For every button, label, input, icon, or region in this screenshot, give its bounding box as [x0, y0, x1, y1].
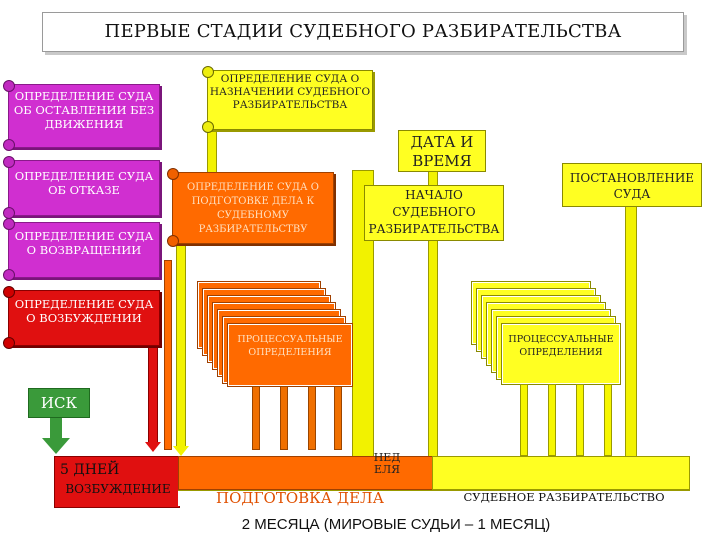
trial-start-box: НАЧАЛО СУДЕБНОГО РАЗБИРАТЕЛЬСТВА: [364, 185, 504, 241]
connector-orange-left: [164, 260, 172, 450]
procedural-card: [222, 316, 346, 384]
timeline-trial-label: СУДЕБНОЕ РАЗБИРАТЕЛЬСТВО: [463, 490, 665, 504]
connector-yellow-ruling: [625, 205, 637, 458]
determination-refusal-label: ОПРЕДЕЛЕНИЕ СУДА ОБ ОТКАЗЕ: [14, 169, 154, 197]
determination-scheduling: ОПРЕДЕЛЕНИЕ СУДА О НАЗНАЧЕНИИ СУДЕБНОГО …: [202, 66, 373, 133]
determination-no-action: ОПРЕДЕЛЕНИЕ СУДА ОБ ОСТАВЛЕНИИ БЕЗ ДВИЖЕ…: [3, 80, 160, 151]
timeline-initiation-days: 5 ДНЕЙ: [60, 462, 120, 478]
procedural-leg: [252, 386, 260, 450]
timeline-trial-bar: [432, 456, 690, 490]
arrowhead-yellow: [173, 446, 189, 456]
timeline-preparation-label: ПОДГОТОВКА ДЕЛА: [216, 489, 384, 507]
timeline-duration-label: 2 МЕСЯЦА (МИРОВЫЕ СУДЬИ – 1 МЕСЯЦ): [241, 516, 551, 533]
timeline-initiation-bar: [54, 456, 180, 508]
procedural-leg: [576, 384, 584, 456]
title-box: ПЕРВЫЕ СТАДИИ СУДЕБНОГО РАЗБИРАТЕЛЬСТВА: [42, 12, 684, 52]
timeline-week: НЕДЕЛЯ: [370, 452, 404, 476]
procedural-left-label: ПРОЦЕССУАЛЬНЫЕ ОПРЕДЕЛЕНИЯ: [237, 334, 343, 358]
date-time-box: ДАТА И ВРЕМЯ: [398, 130, 486, 172]
date-time-label: ДАТА И ВРЕМЯ: [410, 133, 474, 170]
procedural-leg: [604, 384, 612, 456]
connector-yellow-left: [176, 240, 186, 448]
procedural-card: [202, 288, 326, 356]
determination-initiation: ОПРЕДЕЛЕНИЕ СУДА О ВОЗБУЖДЕНИИ: [3, 286, 160, 349]
timeline-week-text: НЕДЕЛЯ: [373, 451, 401, 476]
procedural-card-front: ПРОЦЕССУАЛЬНЫЕ ОПРЕДЕЛЕНИЯ: [227, 323, 353, 387]
procedural-card: [207, 295, 331, 363]
procedural-leg: [308, 386, 316, 450]
trial-start-label: НАЧАЛО СУДЕБНОГО РАЗБИРАТЕЛЬСТВА: [368, 188, 500, 236]
procedural-leg: [520, 384, 528, 456]
procedural-card: [217, 309, 341, 377]
page-title: ПЕРВЫЕ СТАДИИ СУДЕБНОГО РАЗБИРАТЕЛЬСТВА: [104, 21, 622, 42]
procedural-leg: [280, 386, 288, 450]
timeline-initiation-text: ВОЗБУЖДЕНИЕ: [65, 482, 171, 496]
procedural-leg: [548, 384, 556, 456]
connector-red-initiation: [148, 345, 158, 445]
determination-scheduling-label: ОПРЕДЕЛЕНИЕ СУДА О НАЗНАЧЕНИИ СУДЕБНОГО …: [209, 73, 371, 111]
procedural-leg: [334, 386, 342, 450]
claim-arrow-shaft: [50, 418, 62, 440]
procedural-right-label: ПРОЦЕССУАЛЬНЫЕ ОПРЕДЕЛЕНИЯ: [508, 334, 614, 358]
determination-preparation: ОПРЕДЕЛЕНИЕ СУДА О ПОДГОТОВКЕ ДЕЛА К СУД…: [167, 168, 334, 247]
claim-arrow-head: [42, 438, 70, 454]
determination-refusal: ОПРЕДЕЛЕНИЕ СУДА ОБ ОТКАЗЕ: [3, 156, 160, 219]
arrowhead-red: [145, 442, 161, 452]
claim-label: ИСК: [40, 394, 78, 412]
determination-return-label: ОПРЕДЕЛЕНИЕ СУДА О ВОЗВРАЩЕНИИ: [14, 229, 154, 257]
determination-initiation-label: ОПРЕДЕЛЕНИЕ СУДА О ВОЗБУЖДЕНИИ: [14, 297, 154, 325]
procedural-card: [212, 302, 336, 370]
ruling-label: ПОСТАНОВЛЕНИЕ СУДА: [569, 171, 695, 201]
timeline-preparation-bar: [178, 456, 434, 490]
timeline-initiation-label: ВОЗБУЖДЕНИЕ: [64, 481, 172, 497]
determination-return: ОПРЕДЕЛЕНИЕ СУДА О ВОЗВРАЩЕНИИ: [3, 218, 160, 281]
ruling-box: ПОСТАНОВЛЕНИЕ СУДА: [562, 163, 702, 207]
determination-no-action-label: ОПРЕДЕЛЕНИЕ СУДА ОБ ОСТАВЛЕНИИ БЕЗ ДВИЖЕ…: [13, 89, 155, 131]
procedural-card: [197, 281, 321, 349]
timeline-underline: [178, 490, 690, 506]
procedural-card-front: ПРОЦЕССУАЛЬНЫЕ ОПРЕДЕЛЕНИЯ: [501, 323, 621, 385]
claim-box: ИСК: [28, 388, 90, 418]
determination-preparation-label: ОПРЕДЕЛЕНИЕ СУДА О ПОДГОТОВКЕ ДЕЛА К СУД…: [187, 182, 319, 235]
